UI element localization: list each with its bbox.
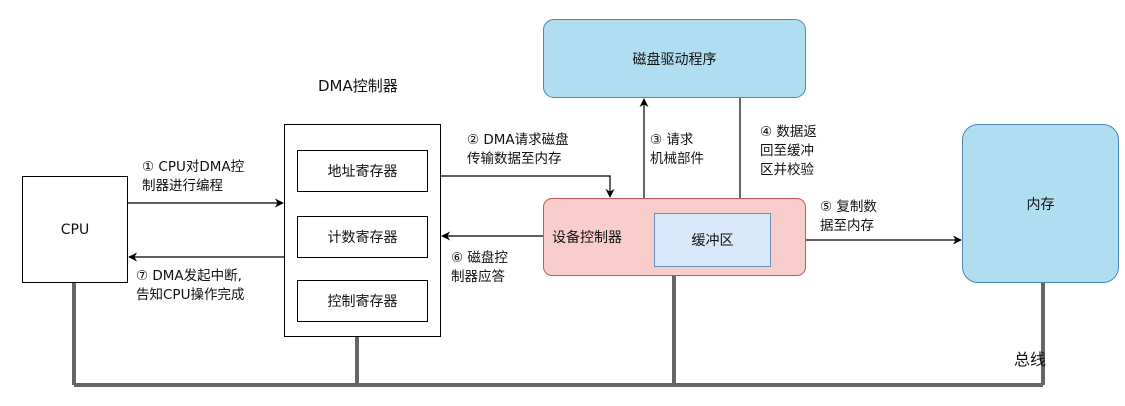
bus-label: 总线 [1014,350,1047,369]
step-2-label: ② DMA请求磁盘 传输数据至内存 [467,132,569,167]
memory-box: 内存 [962,124,1119,283]
address-register-box: 地址寄存器 [297,150,428,192]
cpu-box: CPU [22,176,128,283]
step-1-label: ① CPU对DMA控 制器进行编程 [142,159,245,194]
step-7-label: ⑦ DMA发起中断, 告知CPU操作完成 [136,268,245,303]
memory-label: 内存 [1026,196,1055,213]
buffer-box: 缓冲区 [654,213,771,267]
arrow-dma-to-device [428,175,615,198]
count-register-label: 计数寄存器 [327,230,398,246]
step-3-label: ③ 请求 机械部件 [650,132,704,167]
disk-driver-label: 磁盘驱动程序 [632,51,717,68]
buffer-label: 缓冲区 [691,233,734,249]
device-controller-label: 设备控制器 [552,230,622,246]
step-4-label: ④ 数据返 回至缓冲 区并校验 [760,124,817,178]
control-register-label: 控制寄存器 [327,294,398,310]
step-6-label: ⑥ 磁盘控 制器应答 [451,250,508,285]
control-register-box: 控制寄存器 [297,280,428,322]
disk-driver-box: 磁盘驱动程序 [543,19,806,98]
step-5-label: ⑤ 复制数 据至内存 [820,199,877,234]
count-register-box: 计数寄存器 [297,216,428,258]
cpu-label: CPU [60,221,90,238]
system-bus [72,276,1045,387]
dma-controller-title: DMA控制器 [318,77,398,95]
address-register-label: 地址寄存器 [327,164,398,180]
